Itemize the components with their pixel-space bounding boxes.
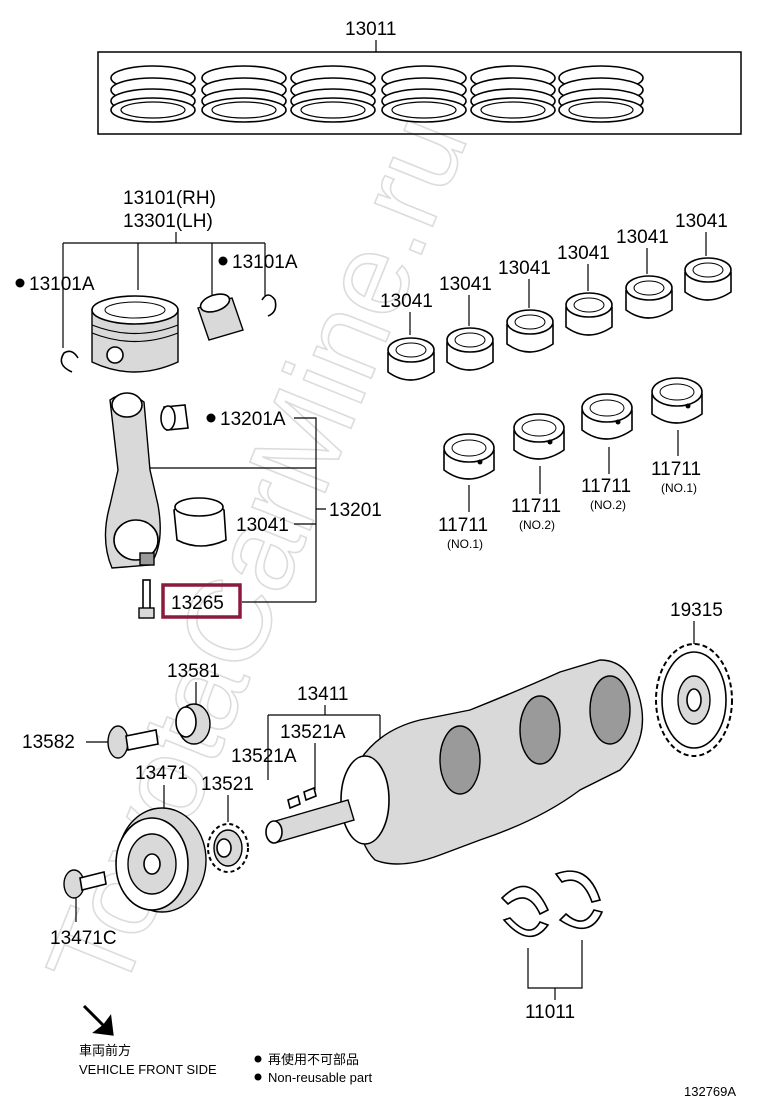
non-reusable-en: Non-reusable part — [268, 1070, 372, 1085]
crankshaft-timing-gear-icon[interactable] — [207, 823, 249, 873]
label-13521a-1[interactable]: 13521A — [280, 722, 346, 743]
label-13041-b6[interactable]: 13041 — [675, 211, 728, 232]
connecting-rod-bolt-icon[interactable] — [138, 579, 155, 619]
label-13101a-left[interactable]: 13101A — [29, 274, 95, 295]
rod-bearing-icon[interactable] — [173, 497, 227, 547]
highlight-box-13265 — [161, 583, 242, 619]
vehicle-front-arrow-icon — [82, 1004, 114, 1036]
label-13041-rod[interactable]: 13041 — [236, 515, 289, 536]
crankshaft-icon[interactable] — [265, 659, 644, 865]
front-side-jp: 車両前方 — [79, 1043, 131, 1058]
snap-ring-left-icon[interactable] — [60, 350, 79, 373]
label-11711-b-note: (NO.2) — [519, 518, 555, 532]
label-11711-d-note: (NO.1) — [661, 481, 697, 495]
snap-ring-right-icon[interactable] — [261, 294, 277, 317]
label-13521[interactable]: 13521 — [201, 774, 254, 795]
label-11011[interactable]: 11011 — [525, 1002, 575, 1023]
label-13301-lh[interactable]: 13301(LH) — [123, 211, 213, 232]
label-19315[interactable]: 19315 — [670, 600, 723, 621]
piston-pin-icon[interactable] — [197, 291, 244, 341]
crankshaft-bolt-icon[interactable] — [107, 725, 159, 759]
label-13201[interactable]: 13201 — [329, 500, 382, 521]
non-reusable-jp: 再使用不可部品 — [268, 1052, 359, 1067]
front-side-en: VEHICLE FRONT SIDE — [79, 1062, 217, 1077]
label-11711-c[interactable]: 11711 — [581, 476, 631, 497]
label-11711-c-note: (NO.2) — [590, 498, 626, 512]
crank-timing-sprocket-icon[interactable] — [655, 643, 733, 757]
crankshaft-bearing-icon[interactable] — [387, 337, 435, 381]
thrust-washer-right-icon[interactable] — [554, 870, 604, 930]
label-13101a-right[interactable]: 13101A — [232, 252, 298, 273]
label-13041-b1[interactable]: 13041 — [380, 291, 433, 312]
label-13471c[interactable]: 13471C — [50, 928, 117, 949]
label-11711-b[interactable]: 11711 — [511, 496, 561, 517]
piston-pin-bushing-icon[interactable] — [160, 404, 189, 431]
connecting-rod-icon[interactable] — [104, 392, 161, 569]
label-13101-rh[interactable]: 13101(RH) — [123, 188, 216, 209]
label-13582[interactable]: 13582 — [22, 732, 75, 753]
label-13041-b2[interactable]: 13041 — [439, 274, 492, 295]
non-reusable-dot-icon — [254, 1073, 262, 1081]
non-reusable-dot-icon — [206, 413, 216, 423]
piston-ring-set-icon[interactable] — [110, 65, 644, 123]
label-11711-d[interactable]: 11711 — [651, 459, 701, 480]
label-13471[interactable]: 13471 — [135, 763, 188, 784]
main-bearing-icon[interactable] — [443, 433, 495, 480]
label-13041-b3[interactable]: 13041 — [498, 258, 551, 279]
piston-icon[interactable] — [91, 295, 179, 373]
label-11711-a[interactable]: 11711 — [438, 515, 488, 536]
label-13011[interactable]: 13011 — [345, 19, 396, 40]
non-reusable-dot-icon — [254, 1055, 262, 1063]
label-13521a-2[interactable]: 13521A — [231, 746, 297, 767]
label-13411[interactable]: 13411 — [297, 684, 348, 705]
pulley-bolt-icon[interactable] — [63, 869, 107, 899]
crankshaft-pulley-icon[interactable] — [115, 807, 207, 913]
timing-rotor-icon[interactable] — [175, 703, 211, 745]
label-13041-b5[interactable]: 13041 — [616, 227, 669, 248]
label-13041-b4[interactable]: 13041 — [557, 243, 610, 264]
label-13201a[interactable]: 13201A — [220, 409, 286, 430]
non-reusable-dot-icon — [218, 256, 228, 266]
piston-ring-set-box — [97, 51, 742, 135]
watermark: ToyotaCarMine.ru — [22, 97, 493, 1010]
figure-id: 132769A — [684, 1084, 736, 1099]
label-13581[interactable]: 13581 — [167, 661, 220, 682]
label-11711-a-note: (NO.1) — [447, 537, 483, 551]
thrust-washer-left-icon[interactable] — [500, 885, 550, 938]
non-reusable-dot-icon — [15, 278, 25, 288]
label-13265[interactable]: 13265 — [171, 593, 224, 614]
